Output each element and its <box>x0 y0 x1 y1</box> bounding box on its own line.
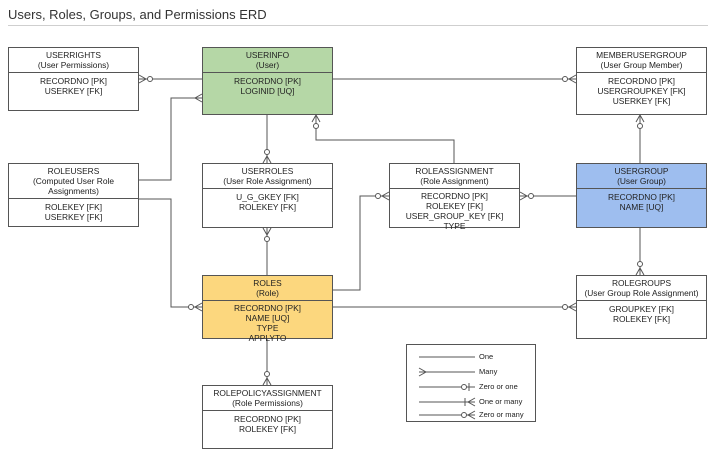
entity-memberusergroup[interactable]: MEMBERUSERGROUP(User Group Member) RECOR… <box>576 47 707 115</box>
entity-subtitle: (User) <box>255 60 280 70</box>
zero-or-one-symbol-icon <box>419 383 475 391</box>
entity-field: RECORDNO [PK] <box>607 76 675 86</box>
entity-name: ROLEGROUPS <box>611 278 672 288</box>
entity-userinfo[interactable]: USERINFO(User) RECORDNO [PK]LOGINID [UQ] <box>202 47 333 115</box>
entity-field: RECORDNO [PK] <box>233 303 301 313</box>
entity-subtitle: (Role Permissions) <box>232 398 303 408</box>
entity-field: RECORDNO [PK] <box>233 76 301 86</box>
legend-label: One <box>479 352 494 361</box>
entity-name: ROLEASSIGNMENT <box>415 166 494 176</box>
entity-field: RECORDNO [PK] <box>607 192 675 202</box>
entity-subtitle: (User Group Role Assignment) <box>584 288 699 298</box>
rel-userinfo-roleassignment <box>315 115 455 163</box>
entity-subtitle: (User Permissions) <box>37 60 110 70</box>
legend-label: Zero or one <box>479 382 518 391</box>
entity-field: TYPE <box>443 221 466 231</box>
zero-or-many-symbol-icon <box>419 410 476 420</box>
entity-userroles[interactable]: USERROLES(User Role Assignment) U_G_GKEY… <box>202 163 333 228</box>
entity-name: ROLEPOLICYASSIGNMENT <box>213 388 322 398</box>
entity-field: USERKEY [FK] <box>44 212 103 222</box>
entity-subtitle: (Role Assignment) <box>420 176 489 186</box>
entity-userrights[interactable]: USERRIGHTS(User Permissions) RECORDNO [P… <box>8 47 139 111</box>
entity-rolegroups[interactable]: ROLEGROUPS(User Group Role Assignment) G… <box>576 275 707 339</box>
title-divider <box>8 25 708 26</box>
entity-subtitle: (Computed User Role Assignments) <box>33 176 114 196</box>
entity-field: RECORDNO [PK] <box>420 191 488 201</box>
entity-subtitle: (User Group Member) <box>600 60 683 70</box>
entity-field: RECORDNO [PK] <box>39 76 107 86</box>
legend-item-zero-or-many: Zero or many <box>417 409 535 421</box>
entity-field: USERKEY [FK] <box>612 96 671 106</box>
legend-item-one: One <box>417 351 535 363</box>
entity-field: ROLEKEY [FK] <box>238 424 297 434</box>
entity-subtitle: (User Role Assignment) <box>223 176 312 186</box>
entity-rolepolicyassignment[interactable]: ROLEPOLICYASSIGNMENT(Role Permissions) R… <box>202 385 333 449</box>
one-symbol-icon <box>419 356 475 358</box>
legend-item-zero-or-one: Zero or one <box>417 381 535 393</box>
entity-field: ROLEKEY [FK] <box>44 202 103 212</box>
entity-name: ROLEUSERS <box>47 166 100 176</box>
one-or-many-symbol-icon <box>419 397 476 407</box>
diagram-title: Users, Roles, Groups, and Permissions ER… <box>8 7 267 22</box>
entity-subtitle: (Role) <box>256 288 279 298</box>
entity-field: ROLEKEY [FK] <box>612 314 671 324</box>
cardinality-legend: One Many Zero or one One or many Zero or… <box>406 344 536 422</box>
entity-roleusers[interactable]: ROLEUSERS(Computed User Role Assignments… <box>8 163 139 227</box>
entity-name: MEMBERUSERGROUP <box>596 50 687 60</box>
entity-subtitle: (User Group) <box>617 176 666 186</box>
entity-field: ROLEKEY [FK] <box>425 201 484 211</box>
entity-name: USERINFO <box>245 50 290 60</box>
entity-field: GROUPKEY [FK] <box>608 304 674 314</box>
rel-roleusers-roles <box>139 198 202 308</box>
entity-usergroup[interactable]: USERGROUP(User Group) RECORDNO [PK]NAME … <box>576 163 707 228</box>
entity-roleassignment[interactable]: ROLEASSIGNMENT(Role Assignment) RECORDNO… <box>389 163 520 231</box>
entity-field: NAME [UQ] <box>245 313 290 323</box>
entity-field: TYPE <box>256 323 279 333</box>
entity-field: U_G_GKEY [FK] <box>236 192 299 202</box>
rel-roleusers-userinfo <box>139 97 202 181</box>
rel-roles-roleassignment <box>333 195 389 291</box>
entity-field: USERKEY [FK] <box>44 86 103 96</box>
entity-field: NAME [UQ] <box>619 202 664 212</box>
entity-field: LOGINID [UQ] <box>240 86 295 96</box>
legend-item-many: Many <box>417 366 535 378</box>
legend-item-one-or-many: One or many <box>417 396 535 408</box>
entity-field: ROLEKEY [FK] <box>238 202 297 212</box>
entity-field: USERGROUPKEY [FK] <box>597 86 686 96</box>
entity-name: USERGROUP <box>614 166 669 176</box>
entity-field: USER_GROUP_KEY [FK] <box>405 211 504 221</box>
entity-field: RECORDNO [PK] <box>233 414 301 424</box>
legend-label: One or many <box>479 397 523 406</box>
legend-label: Zero or many <box>479 410 524 419</box>
entity-name: ROLES <box>253 278 282 288</box>
many-symbol-icon <box>418 367 475 377</box>
entity-name: USERRIGHTS <box>46 50 101 60</box>
entity-name: USERROLES <box>241 166 294 176</box>
entity-field: APPLYTO <box>248 333 287 343</box>
legend-label: Many <box>479 367 498 376</box>
